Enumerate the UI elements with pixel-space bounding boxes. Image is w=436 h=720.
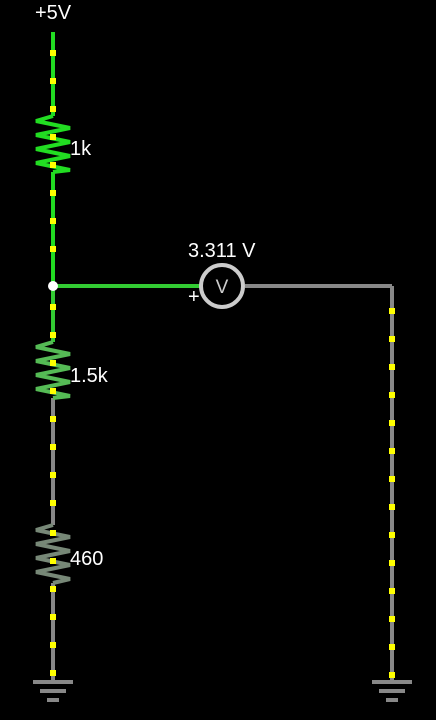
current-dots — [50, 50, 395, 678]
wires — [51, 32, 394, 680]
resistor-label-460: 460 — [70, 548, 103, 570]
ground-left[interactable] — [33, 680, 73, 702]
supply-label: +5V — [35, 2, 72, 24]
voltmeter-body[interactable] — [199, 263, 245, 309]
voltmeter-polarity: + — [188, 286, 200, 308]
voltmeter-symbol: V — [216, 277, 229, 298]
ground-right[interactable] — [372, 680, 412, 702]
junction-node[interactable] — [48, 281, 58, 291]
voltmeter[interactable]: V — [199, 263, 245, 309]
resistor-label-1k: 1k — [70, 138, 92, 160]
voltmeter-reading: 3.311 V — [188, 240, 256, 262]
resistor-label-1.5k: 1.5k — [70, 365, 109, 387]
